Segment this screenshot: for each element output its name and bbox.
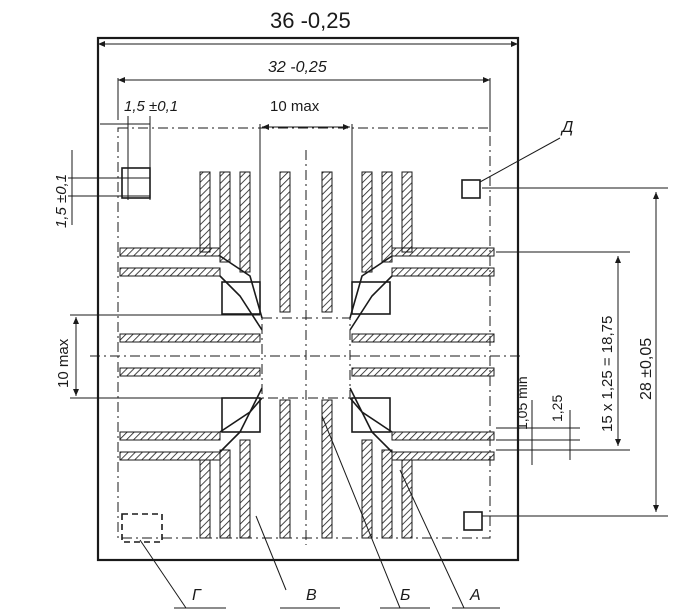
callout-g-label: Г — [192, 587, 202, 604]
callout-a-label: А — [469, 587, 481, 604]
inner-width-label: 32 -0,25 — [268, 59, 327, 76]
outer-width-label: 36 -0,25 — [270, 8, 351, 33]
lead-span-label: 15 x 1,25 = 18,75 — [599, 316, 616, 432]
substrate-outline — [96, 36, 520, 562]
chip-window-label: 10 max — [270, 98, 320, 115]
pad-span-label: 28 ±0,05 — [638, 338, 655, 400]
callout-b-leader — [321, 415, 401, 609]
callout-b-label: Б — [400, 587, 410, 604]
bottom-leads — [199, 399, 413, 539]
callout-v-label: В — [306, 587, 317, 604]
callout-g-leader — [139, 539, 187, 609]
pad-offset-x-label: 1,5 ±0,1 — [124, 98, 178, 115]
corner-pad-top-right — [461, 179, 481, 199]
corner-pad-top-left — [121, 167, 151, 199]
lead-gap-label: 1,05 min — [514, 376, 530, 430]
callout-d-leader — [479, 137, 561, 183]
inner-pads — [221, 281, 391, 433]
right-leads — [351, 247, 495, 461]
lead-pitch-label: 1,25 — [549, 395, 565, 422]
reference-frame — [117, 127, 491, 539]
pad-offset-y-label: 1,5 ±0,1 — [53, 174, 70, 228]
chip-window-v-label: 10 max — [55, 338, 72, 388]
pad-g — [121, 513, 163, 543]
callout-a-leader — [399, 469, 465, 609]
callout-d-label: Д — [560, 119, 573, 136]
left-leads — [119, 247, 261, 461]
callout-v-leader — [255, 515, 287, 591]
corner-pad-bottom-right — [463, 511, 483, 531]
